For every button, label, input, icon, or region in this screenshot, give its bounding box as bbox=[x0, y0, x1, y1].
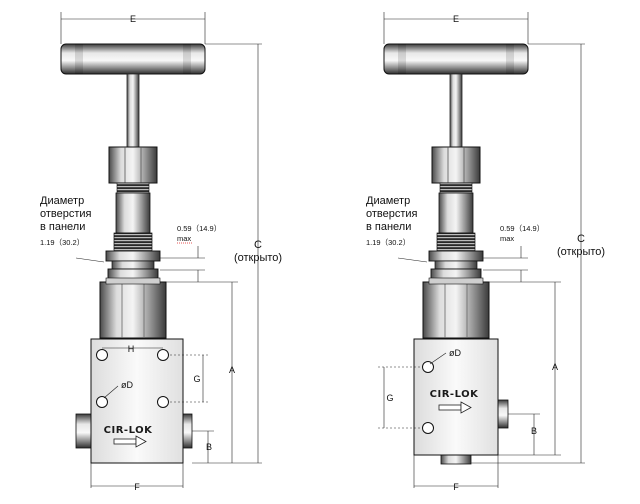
dim-F-right: F bbox=[453, 482, 459, 492]
thickness-dim: 0.59（14.9） bbox=[177, 224, 221, 233]
dim-D-right: øD bbox=[449, 348, 461, 358]
thickness-dim-right: 0.59（14.9） bbox=[500, 224, 544, 233]
flow-arrow-icon bbox=[438, 401, 472, 414]
panel-hole-line2: отверстия bbox=[40, 208, 92, 220]
brand-logo-right: CIR-LOK bbox=[430, 389, 479, 400]
dim-A-right: A bbox=[552, 362, 558, 372]
mount-hole bbox=[157, 349, 169, 361]
dim-H: H bbox=[128, 344, 135, 354]
mount-hole bbox=[422, 361, 434, 373]
dim-G: G bbox=[193, 374, 200, 384]
mount-hole bbox=[96, 349, 108, 361]
dim-B: B bbox=[206, 442, 212, 452]
panel-hole-line1-right: Диаметр bbox=[366, 195, 410, 207]
open-label: (открыто) bbox=[234, 252, 282, 264]
panel-hole-line2-right: отверстия bbox=[366, 208, 418, 220]
panel-hole-dim: 1.19（30.2） bbox=[40, 238, 84, 247]
brand-logo: CIR-LOK bbox=[104, 425, 153, 436]
max-label: max bbox=[177, 234, 191, 243]
open-label-right: (открыто) bbox=[557, 246, 605, 258]
panel-hole-line1: Диаметр bbox=[40, 195, 84, 207]
max-label-right: max bbox=[500, 234, 514, 243]
dim-D: øD bbox=[121, 380, 133, 390]
mount-hole bbox=[422, 422, 434, 434]
dim-E-right: E bbox=[453, 14, 459, 24]
right-valve-body bbox=[413, 338, 499, 456]
dim-B-right: B bbox=[531, 426, 537, 436]
panel-hole-line3: в панели bbox=[40, 221, 85, 233]
mount-hole bbox=[96, 396, 108, 408]
mount-hole bbox=[157, 396, 169, 408]
dim-E: E bbox=[130, 14, 136, 24]
dim-C-right: C bbox=[577, 233, 585, 245]
dim-F: F bbox=[134, 482, 140, 492]
panel-hole-line3-right: в панели bbox=[366, 221, 411, 233]
left-port-left bbox=[75, 413, 93, 449]
dim-A: A bbox=[229, 365, 235, 375]
flow-arrow-icon bbox=[113, 435, 147, 448]
right-view: øD G CIR-LOK E C (открыто) A B bbox=[366, 12, 605, 492]
left-view: H G øD CIR-LOK E C (открыто) A B bbox=[40, 12, 282, 492]
dim-C: C bbox=[254, 239, 262, 251]
dim-G-right: G bbox=[386, 393, 393, 403]
panel-hole-dim-right: 1.19（30.2） bbox=[366, 238, 410, 247]
